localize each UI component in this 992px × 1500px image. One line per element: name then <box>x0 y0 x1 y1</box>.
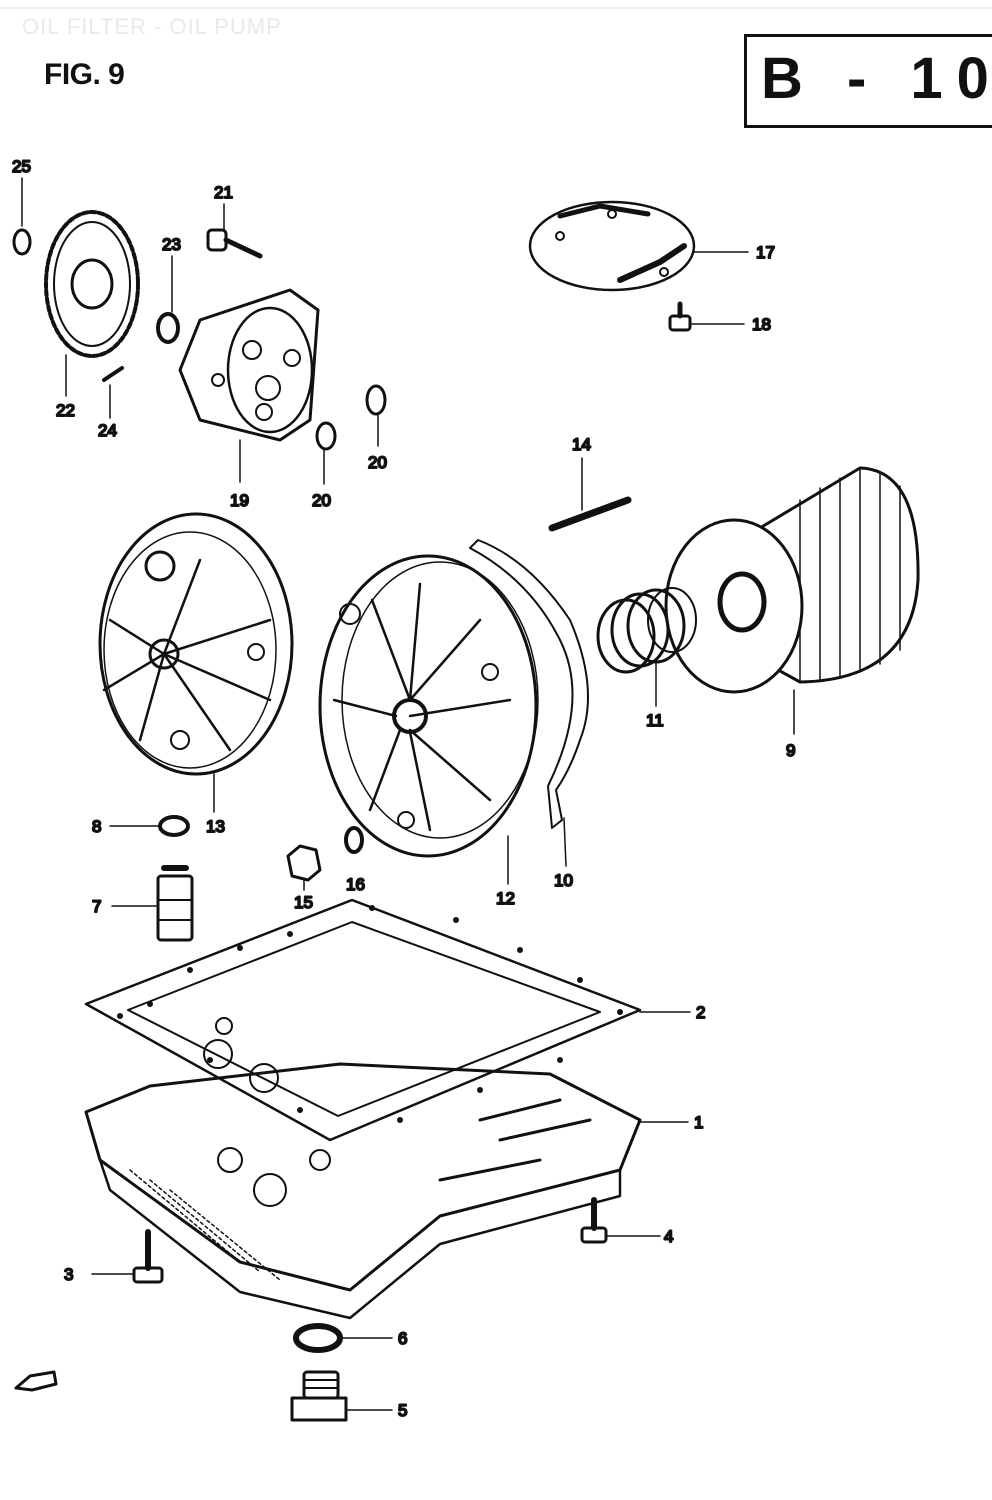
callout-4: 4 <box>664 1227 673 1246</box>
callout-5: 5 <box>398 1401 407 1420</box>
callout-23: 23 <box>162 235 181 254</box>
front-arrow-icon <box>14 1370 58 1392</box>
callout-8: 8 <box>92 817 101 836</box>
part-5-drain-plug <box>290 1370 348 1422</box>
part-18-screw <box>668 301 692 332</box>
part-24-dowel-pin <box>102 366 124 382</box>
callout-10: 10 <box>554 871 573 890</box>
callout-24: 24 <box>98 421 117 440</box>
leader-10 <box>563 817 567 867</box>
figure-label: FIG. 9 <box>44 58 125 91</box>
part-15-cap-nut <box>286 844 322 882</box>
part-16-washer <box>344 826 364 854</box>
part-25-circlip <box>12 228 32 256</box>
diagram-title: OIL FILTER - OIL PUMP <box>22 14 282 39</box>
callout-9: 9 <box>786 741 795 760</box>
part-7-pressure-switch <box>156 865 194 942</box>
part-4-bolt <box>580 1197 608 1244</box>
callout-14: 14 <box>572 435 591 454</box>
part-2-pan-gasket <box>84 898 642 1142</box>
part-20-o-ring-b <box>365 384 387 416</box>
part-22-sprocket <box>44 210 140 358</box>
callout-17: 17 <box>756 243 775 262</box>
section-code: B - 10 <box>761 46 992 111</box>
callout-19: 19 <box>230 491 249 510</box>
part-13-pump-cover <box>98 512 294 776</box>
part-12-filter-cap <box>318 554 539 858</box>
callout-3: 3 <box>64 1265 73 1284</box>
part-6-drain-washer <box>293 1323 343 1353</box>
callout-2: 2 <box>696 1003 705 1022</box>
part-20-o-ring-a <box>315 421 337 451</box>
part-9-oil-filter <box>664 466 920 694</box>
callout-15: 15 <box>294 893 313 912</box>
callout-22: 22 <box>56 401 75 420</box>
callout-7: 7 <box>92 897 101 916</box>
callout-13: 13 <box>206 817 225 836</box>
callout-20a: 20 <box>312 491 331 510</box>
callout-20b: 20 <box>368 453 387 472</box>
callout-12: 12 <box>496 889 515 908</box>
callout-11: 11 <box>646 711 664 730</box>
callout-18: 18 <box>752 315 771 334</box>
callout-1: 1 <box>694 1113 703 1132</box>
part-11-spring <box>596 587 697 674</box>
part-14-stud <box>548 496 632 532</box>
part-1-oil-pan <box>84 1062 642 1320</box>
callout-25: 25 <box>12 157 31 176</box>
part-10-gasket <box>469 539 589 829</box>
callout-16: 16 <box>346 875 365 894</box>
part-19-oil-pump <box>178 288 320 442</box>
part-3-bolt <box>132 1229 164 1284</box>
part-8-washer <box>158 815 190 837</box>
section-code-box: B - 10 <box>744 34 992 128</box>
callout-6: 6 <box>398 1329 407 1348</box>
callout-21: 21 <box>214 183 233 202</box>
part-21-bolt <box>206 228 263 259</box>
part-23-washer <box>156 312 180 344</box>
part-17-cover-plate <box>528 200 696 292</box>
